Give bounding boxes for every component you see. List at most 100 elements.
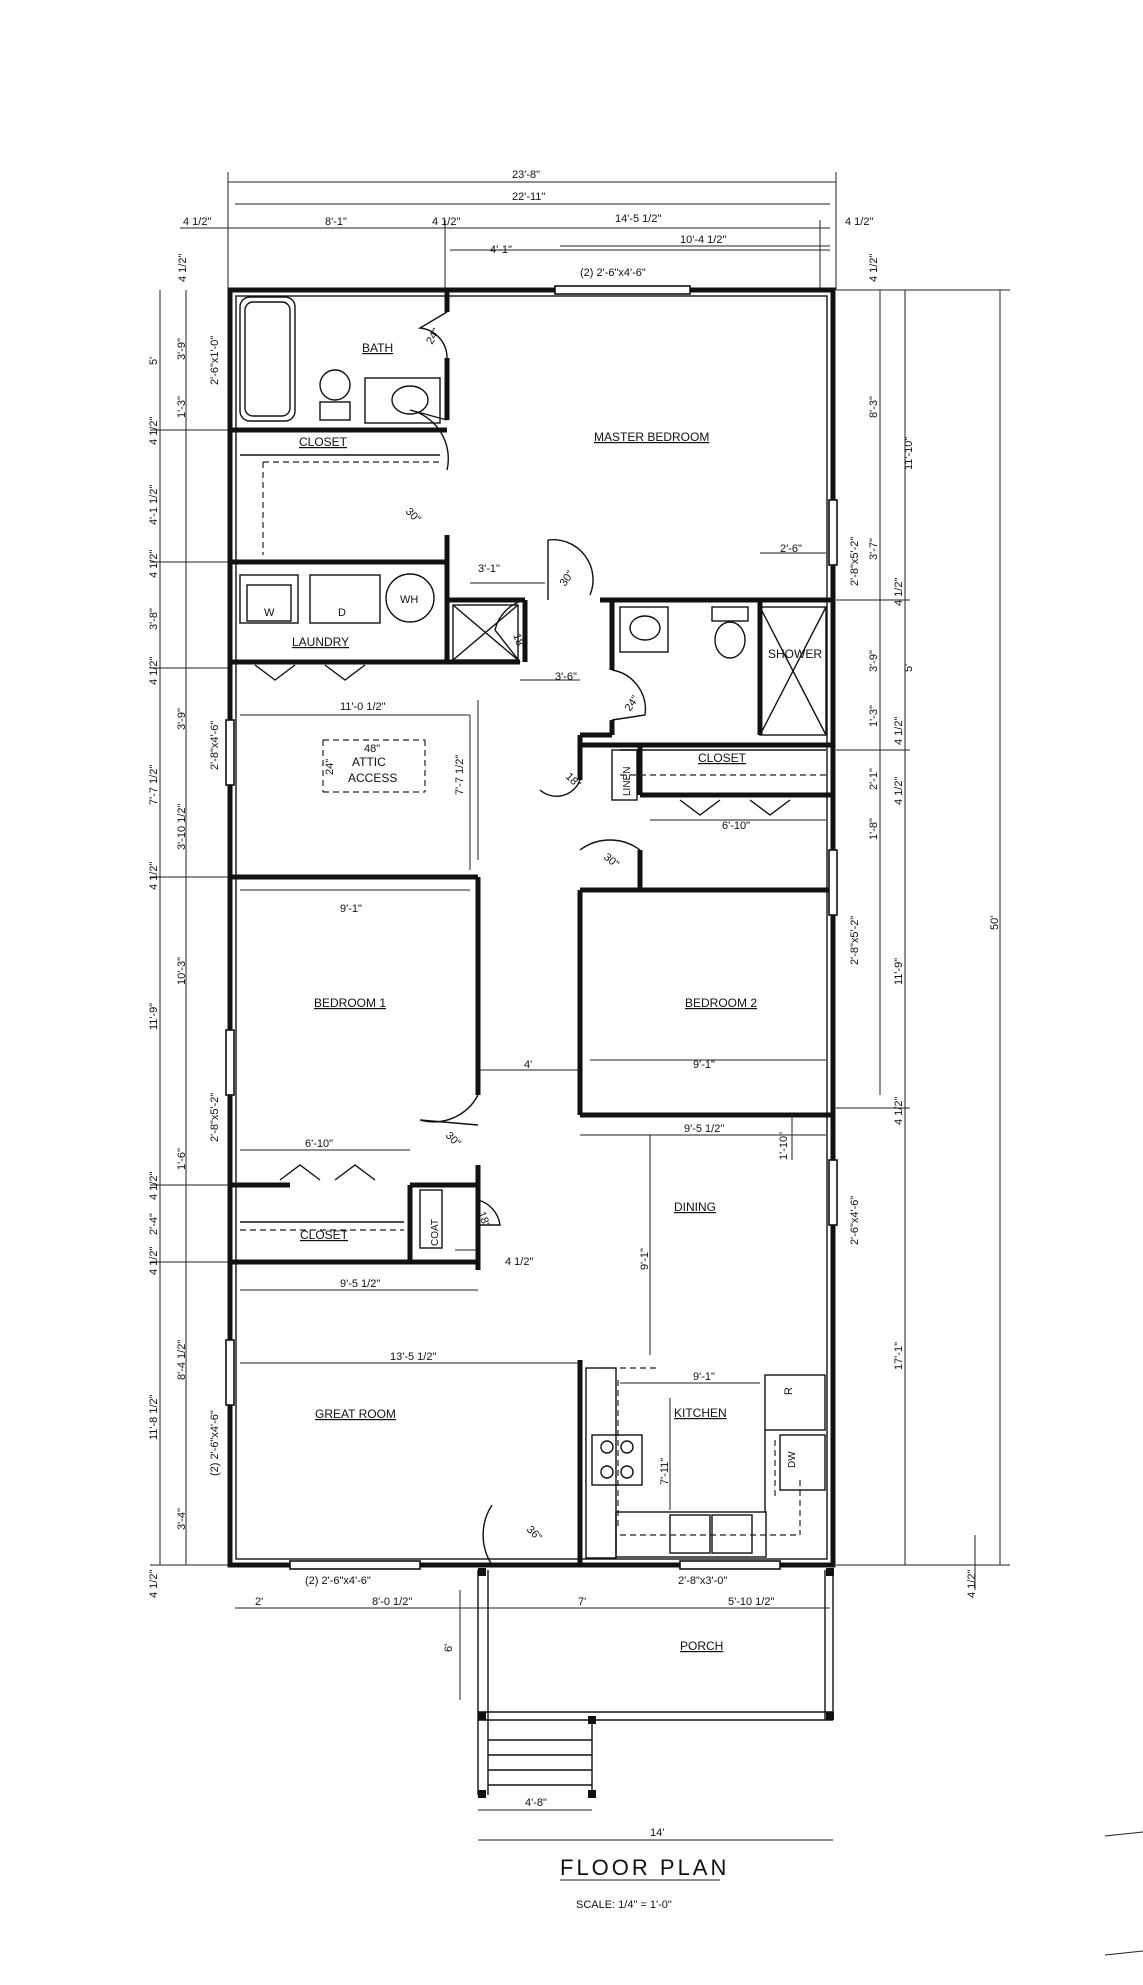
dim-porch-left: 8'-0 1/2"	[372, 1596, 412, 1608]
dim-bed-2-window: 2'-8"x5'-2"	[849, 916, 861, 965]
dim-bath-sill: 1'-3"	[176, 396, 188, 418]
dim-dining-window: 2'-6"x4'-6"	[849, 1196, 861, 1245]
label-great-room: GREAT ROOM	[315, 1407, 396, 1421]
dimension-labels: 23'-8" 22'-11" 4 1/2" 8'-1" 4 1/2" 14'-5…	[148, 169, 1001, 1839]
dim-wall-3: 4 1/2"	[148, 417, 160, 445]
dim-dining-width: 9'-5 1/2"	[684, 1123, 724, 1135]
label-linen: LINEN	[622, 767, 633, 796]
dim-wall-13: 4 1/2"	[148, 1570, 160, 1598]
dim-closet-3-width: 6'-10"	[305, 1138, 333, 1150]
dim-hall-depth: 7'-7 1/2"	[148, 765, 160, 805]
dim-window-to-wall: 10'-4 1/2"	[680, 234, 726, 246]
label-bedroom-2: BEDROOM 2	[685, 996, 757, 1010]
dim-mid-wall: 4 1/2"	[432, 216, 460, 228]
dim-overall-depth: 50'	[989, 916, 1001, 930]
dim-wall-12: 4 1/2"	[893, 1097, 905, 1125]
right-dimension-lines	[836, 289, 1010, 1590]
dim-bath-depth: 5'	[148, 357, 160, 365]
dim-closet-2-width: 6'-10"	[722, 820, 750, 832]
dim-bed-2-width: 9'-1"	[693, 1059, 715, 1071]
dim-bed-2-depth: 11'-9"	[893, 958, 905, 985]
dim-wall-5: 4 1/2"	[893, 578, 905, 606]
porch	[477, 1568, 834, 1841]
top-dimension-lines	[180, 172, 837, 290]
label-refrigerator: R	[783, 1387, 795, 1395]
dim-porch-offset: 2'	[255, 1596, 263, 1608]
label-water-heater: WH	[400, 594, 418, 606]
dim-shower-height: 3'-9"	[868, 650, 880, 672]
dim-porch-mid: 7'	[578, 1596, 586, 1608]
dim-wall-8: 4 1/2"	[893, 777, 905, 805]
door-swings	[409, 311, 647, 1566]
dim-wall-14: 4 1/2"	[966, 1570, 978, 1598]
dim-master-depth-1: 8'-3"	[868, 396, 880, 418]
dim-great-room-offset: 9'-5 1/2"	[340, 1278, 380, 1290]
dim-top-right-wall: 4 1/2"	[868, 254, 880, 282]
dim-bed-1-door: 30"	[443, 1130, 463, 1150]
label-bedroom-1: BEDROOM 1	[314, 996, 386, 1010]
label-porch: PORCH	[680, 1639, 723, 1653]
dim-kitchen-width: 9'-1"	[693, 1371, 715, 1383]
dim-bath-width: 8'-1"	[325, 216, 347, 228]
dim-porch-right: 5'-10 1/2"	[728, 1596, 774, 1608]
dim-front-windows: (2) 2'-6"x4'-6"	[305, 1575, 371, 1587]
dim-closet-2-sill: 1'-8"	[868, 818, 880, 840]
dim-great-room-window: (2) 2'-6"x4'-6"	[209, 1410, 221, 1476]
dim-linen-width: 3'-1"	[478, 563, 500, 575]
dim-hall-inner-depth: 7'-7 1/2"	[454, 755, 466, 795]
dim-closet-depth: 4'-1 1/2"	[148, 485, 160, 525]
fixtures	[239, 296, 827, 1559]
dim-hall-4: 4'	[524, 1059, 532, 1071]
dim-master-window-height: 3'-7"	[868, 538, 880, 560]
label-shower: SHOWER	[768, 647, 822, 661]
interior-walls	[230, 290, 833, 1565]
label-attic: ATTIC	[352, 755, 386, 769]
dim-laundry-depth: 3'-8"	[148, 608, 160, 630]
dim-hall-sill: 3'-10 1/2"	[176, 804, 188, 850]
label-closet-mid: CLOSET	[698, 751, 747, 765]
dim-front-door: 36"	[524, 1524, 544, 1544]
label-closet-top: CLOSET	[299, 435, 348, 449]
dim-hall-window: 2'-8"x4'-6"	[209, 721, 221, 770]
closet-shelves	[240, 454, 826, 1231]
dim-master-window: 2'-8"x5'-2"	[849, 537, 861, 586]
dim-left-wall: 4 1/2"	[183, 216, 211, 228]
plan-title: FLOOR PLAN	[560, 1855, 729, 1880]
dim-attic-depth: 24"	[324, 759, 336, 775]
dim-hall-window-height: 3'-9"	[176, 708, 188, 730]
dim-kitchen-door: 2'-8"x3'-0"	[678, 1575, 727, 1587]
label-access: ACCESS	[348, 771, 397, 785]
dim-bed-2-door: 30"	[601, 851, 621, 871]
dim-dining-sill: 1'-10"	[778, 1132, 790, 1160]
dim-bed-1-depth: 11'-9"	[148, 1003, 160, 1030]
dim-wall-7: 4 1/2"	[148, 657, 160, 685]
dim-bath-window-height: 3'-9"	[176, 338, 188, 360]
dim-right-wall: 4 1/2"	[845, 216, 873, 228]
dim-bath-window: 2'-6"x1'-0"	[209, 336, 221, 385]
dim-master-depth: 11'-10"	[903, 437, 915, 470]
title-block: FLOOR PLAN SCALE: 1/4" = 1'-0"	[560, 1855, 729, 1911]
dim-porch-width: 14'	[650, 1827, 664, 1839]
bifold-doors	[254, 664, 791, 1181]
dim-overall-width: 23'-8"	[512, 169, 540, 181]
label-closet-low: CLOSET	[300, 1228, 349, 1242]
dim-kitchen-total-depth: 17'-1"	[893, 1342, 905, 1370]
dim-coat-door: 18"	[475, 1210, 492, 1229]
exterior-walls	[227, 287, 836, 1568]
dim-closet-2-height: 2'-1"	[868, 768, 880, 790]
dim-attic-width: 48"	[364, 743, 380, 755]
dim-top-left-wall: 4 1/2"	[177, 254, 189, 282]
dim-window-offset: 4'-1"	[490, 244, 512, 256]
dim-great-room-sill: 3'-4"	[176, 1508, 188, 1530]
dim-steps-width: 4'-8"	[525, 1797, 547, 1809]
label-coat: COAT	[430, 1219, 441, 1246]
dim-wall-6: 4 1/2"	[893, 717, 905, 745]
dim-master-door: 30"	[558, 569, 577, 589]
label-laundry: LAUNDRY	[292, 635, 349, 649]
dim-wall-10: 4 1/2"	[148, 1172, 160, 1200]
plan-scale: SCALE: 1/4" = 1'-0"	[576, 1899, 672, 1911]
dim-great-room-depth: 11'-8 1/2"	[148, 1394, 160, 1440]
dim-coat-wall: 4 1/2"	[505, 1256, 533, 1268]
label-washer: W	[264, 607, 275, 619]
margin-marks	[1104, 1831, 1143, 1956]
